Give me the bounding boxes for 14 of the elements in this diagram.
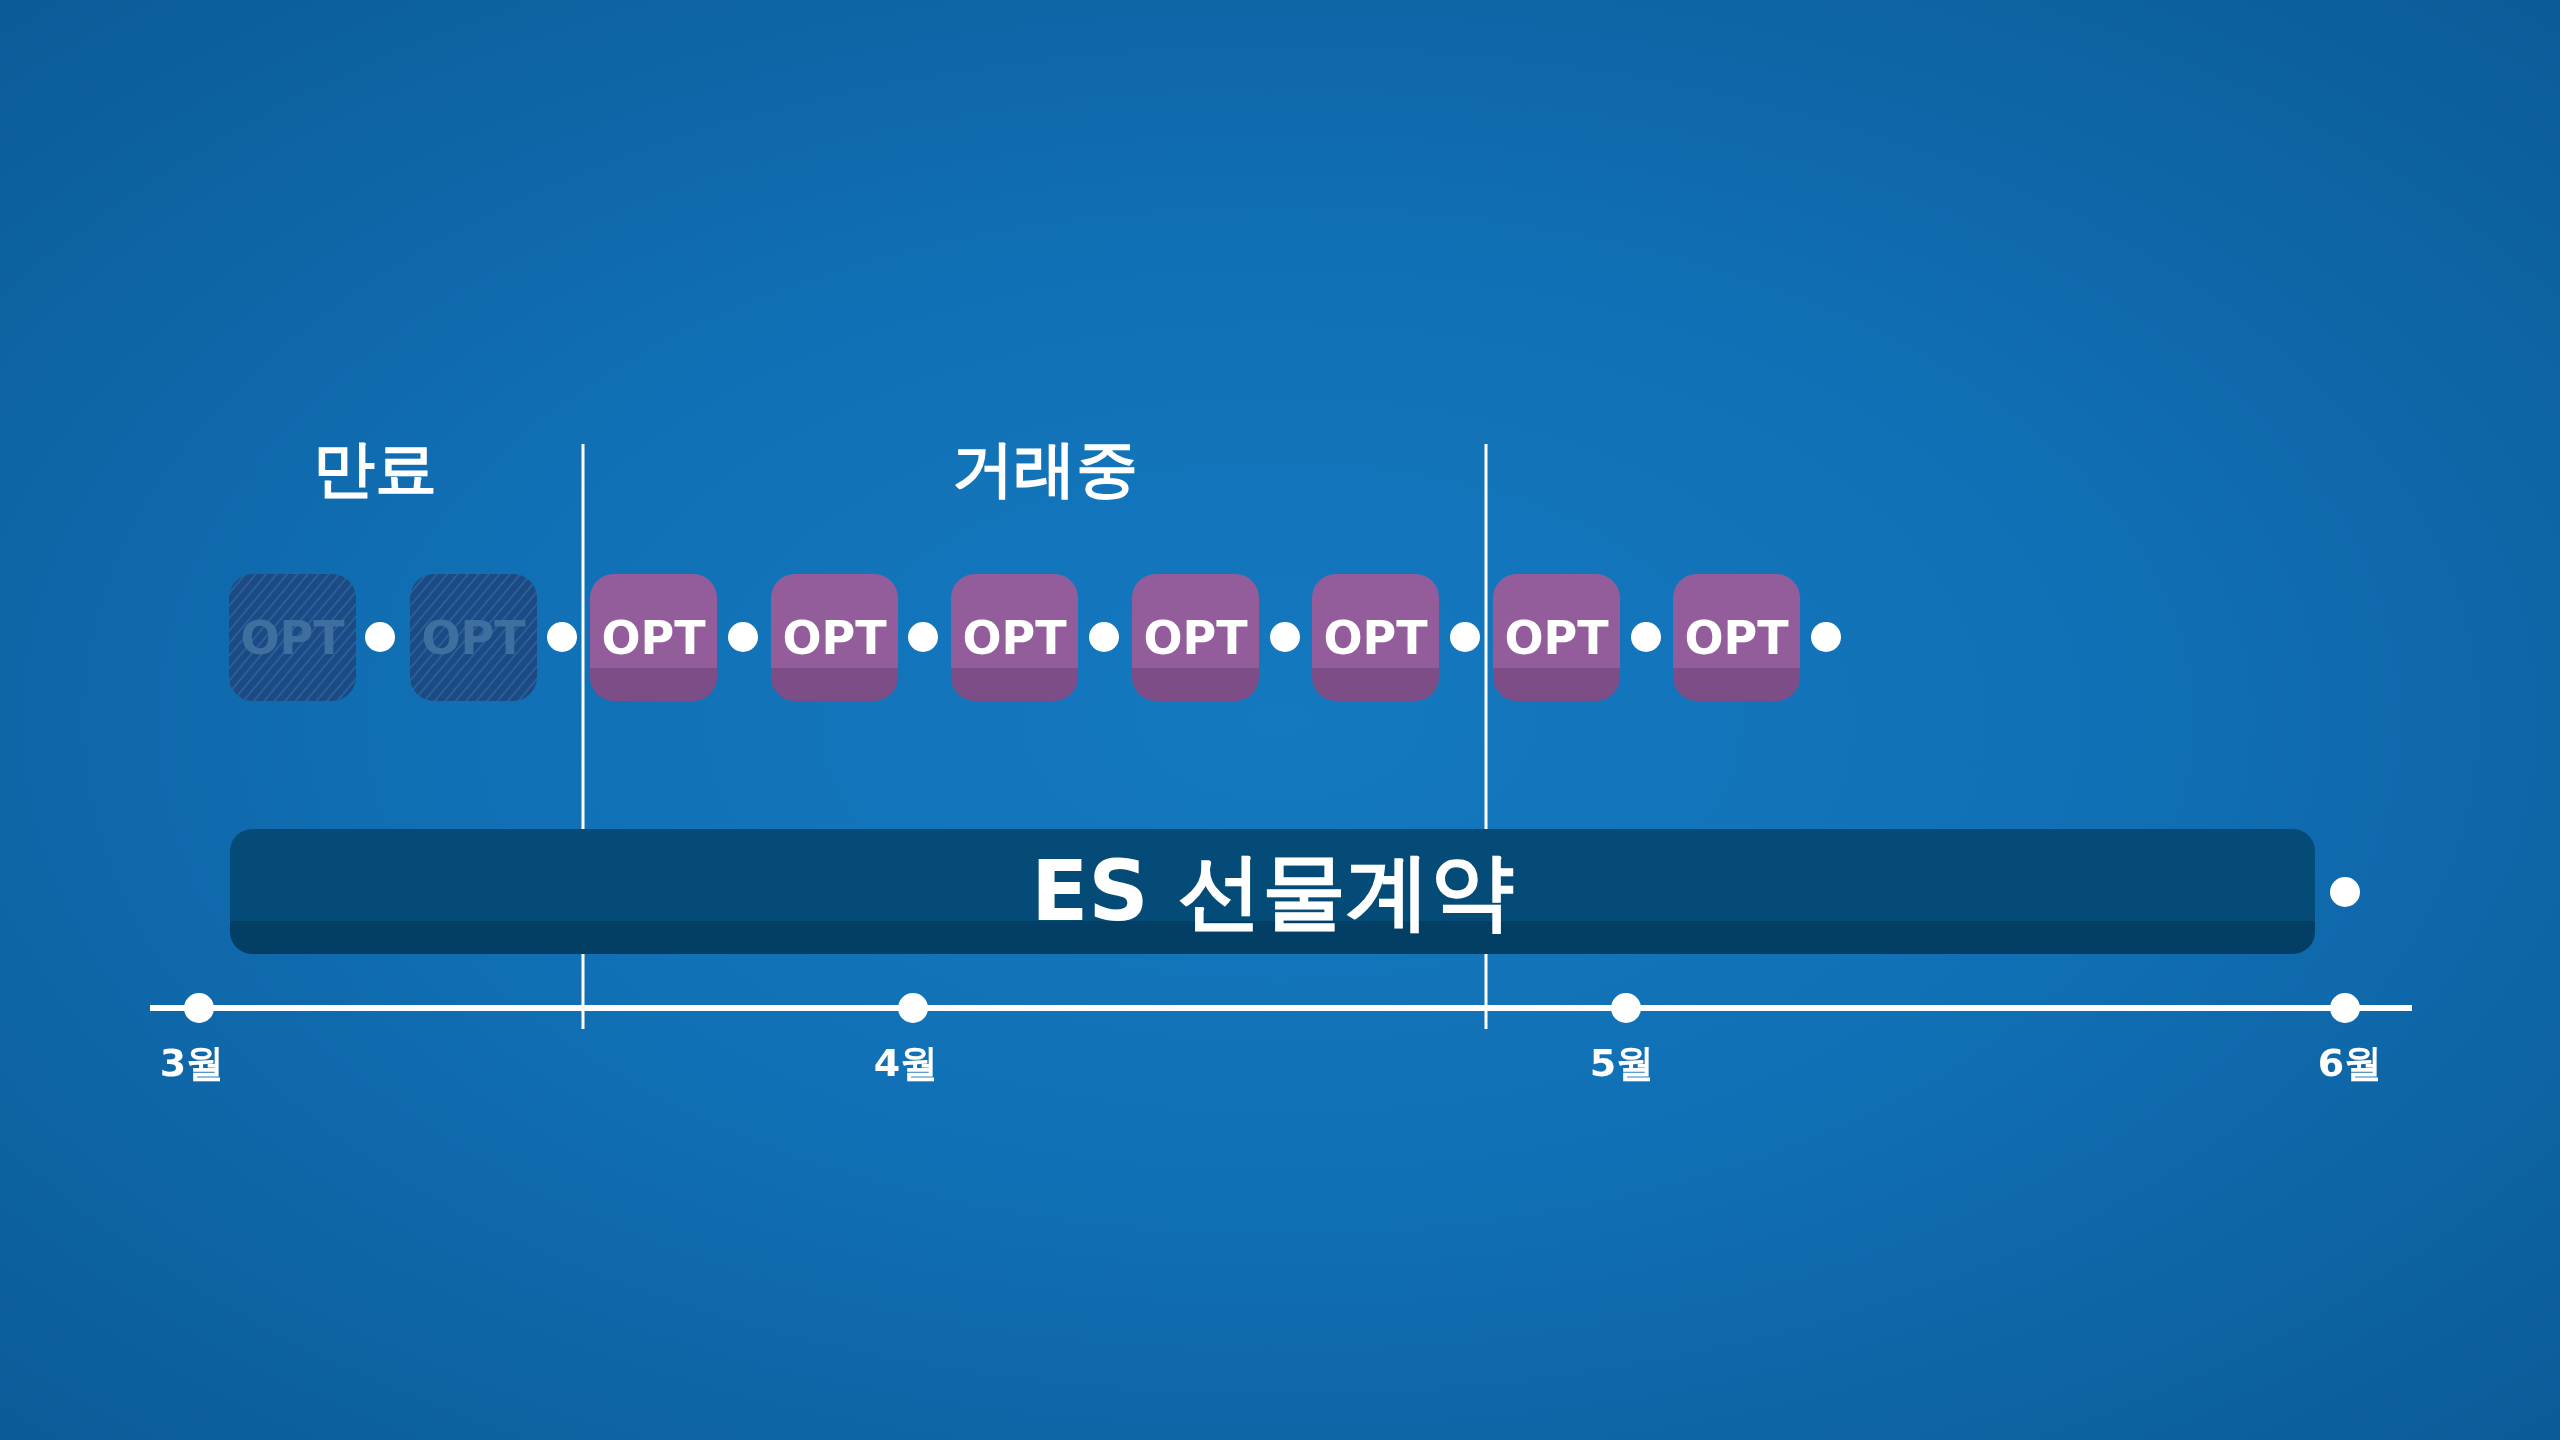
contract-bar: ES 선물계약: [230, 829, 2315, 954]
option-box: OPT: [1312, 574, 1439, 701]
option-box: OPT: [951, 574, 1078, 701]
period-heading: 만료: [313, 431, 437, 507]
month-label: 5월: [1589, 1039, 1655, 1087]
month-label: 6월: [2317, 1039, 2383, 1087]
option-box: OPT: [1132, 574, 1259, 701]
period-heading: 거래중: [952, 431, 1138, 507]
option-box: OPT: [590, 574, 717, 701]
option-box: OPT: [1673, 574, 1800, 701]
option-box: OPT: [771, 574, 898, 701]
month-label: 4월: [873, 1039, 939, 1087]
month-label: 3월: [159, 1039, 225, 1087]
option-box: OPT: [1493, 574, 1620, 701]
